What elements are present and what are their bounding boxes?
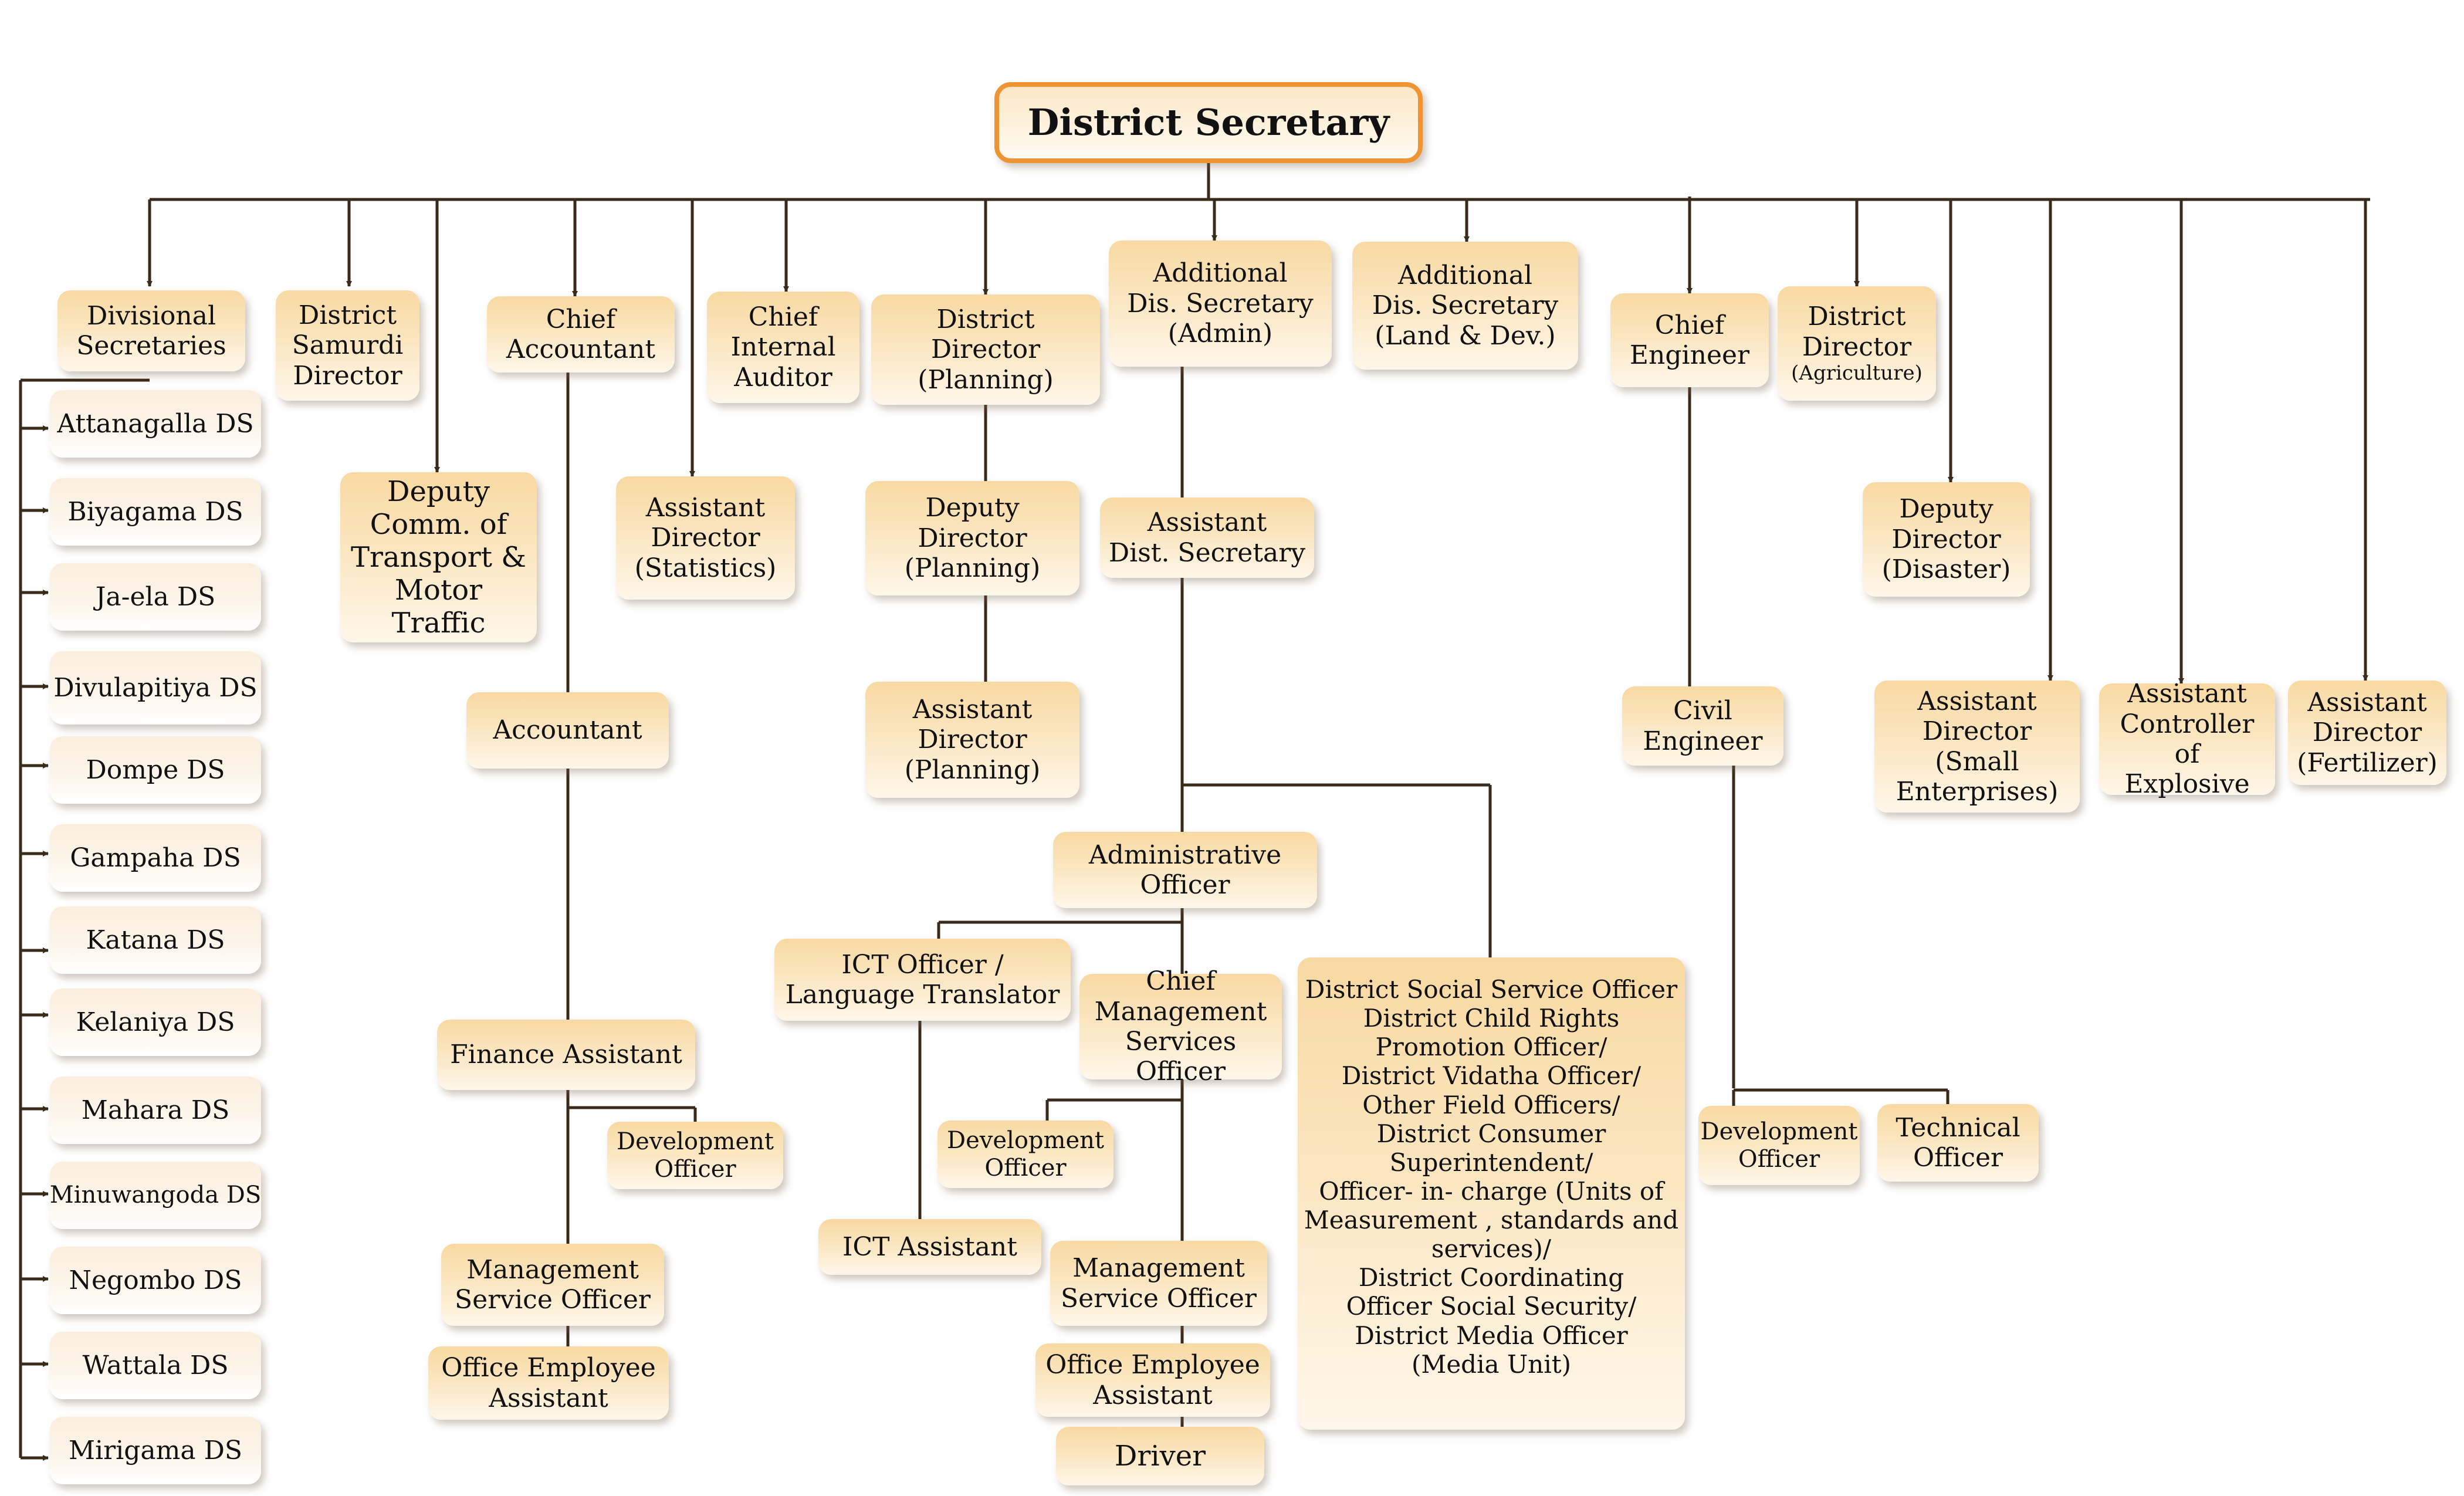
ds-office-gampaha: Gampaha DS — [50, 824, 261, 892]
district-director-planning-box: District Director (Planning) — [871, 295, 1100, 405]
district-director-agriculture-sub: (Agriculture) — [1791, 361, 1923, 385]
administrative-officer-box: Administrative Officer — [1053, 832, 1317, 908]
chief-internal-auditor-box: Chief Internal Auditor — [707, 292, 859, 403]
ds-office-kelaniya: Kelaniya DS — [50, 989, 261, 1056]
ds-office-negombo: Negombo DS — [50, 1247, 261, 1314]
ict-officer-box: ICT Officer / Language Translator — [774, 939, 1071, 1021]
ds-office-attanagalla: Attanagalla DS — [50, 390, 261, 458]
divisional-secretaries-box: Divisional Secretaries — [57, 290, 245, 371]
ds-office-minuwangoda: Minuwangoda DS — [50, 1162, 261, 1229]
deputy-director-planning-box: Deputy Director (Planning) — [865, 481, 1079, 595]
assistant-director-statistics-box: Assistant Director (Statistics) — [616, 476, 795, 600]
finance-assistant-box: Finance Assistant — [437, 1020, 695, 1090]
additional-secretary-admin-box: Additional Dis. Secretary (Admin) — [1109, 241, 1332, 367]
assistant-director-fertilizer-box: Assistant Director (Fertilizer) — [2288, 681, 2446, 785]
district-secretary-box: District Secretary — [994, 82, 1423, 163]
development-officer-finance-box: Development Officer — [607, 1122, 783, 1189]
management-service-officer-finance-box: Management Service Officer — [441, 1244, 664, 1326]
field-officers-box: District Social Service Officer District… — [1298, 957, 1685, 1430]
chief-management-services-officer-box: Chief Management Services Officer — [1079, 966, 1282, 1087]
civil-engineer-box: Civil Engineer — [1622, 686, 1783, 766]
driver-box: Driver — [1056, 1427, 1264, 1485]
deputy-director-disaster-box: Deputy Director (Disaster) — [1863, 482, 2030, 597]
chief-accountant-box: Chief Accountant — [487, 296, 675, 373]
development-officer-engineering-box: Development Officer — [1698, 1106, 1860, 1185]
technical-officer-box: Technical Officer — [1877, 1104, 2039, 1182]
ds-office-divulapitiya: Divulapitiya DS — [50, 651, 261, 725]
ict-assistant-box: ICT Assistant — [818, 1219, 1041, 1275]
ds-office-mahara: Mahara DS — [50, 1077, 261, 1144]
ds-office-ja-ela: Ja-ela DS — [50, 563, 261, 631]
assistant-dist-secretary-box: Assistant Dist. Secretary — [1100, 497, 1314, 578]
management-service-officer-admin-box: Management Service Officer — [1050, 1241, 1267, 1326]
ds-office-biyagama: Biyagama DS — [50, 478, 261, 546]
development-officer-admin-box: Development Officer — [937, 1121, 1113, 1188]
ds-office-katana: Katana DS — [50, 906, 261, 974]
district-director-agriculture-box: District Director (Agriculture) — [1778, 286, 1936, 401]
ds-office-wattala: Wattala DS — [50, 1332, 261, 1399]
district-director-agriculture-title: District Director — [1802, 302, 1912, 362]
assistant-director-small-enterprises-box: Assistant Director (Small Enterprises) — [1874, 681, 2080, 813]
accountant-box: Accountant — [466, 692, 669, 769]
additional-secretary-land-box: Additional Dis. Secretary (Land & Dev.) — [1352, 242, 1578, 370]
ds-office-mirigama: Mirigama DS — [50, 1417, 261, 1484]
ds-office-dompe: Dompe DS — [50, 736, 261, 804]
office-employee-assistant-finance-box: Office Employee Assistant — [428, 1346, 669, 1420]
deputy-comm-transport-box: Deputy Comm. of Transport & Motor Traffi… — [340, 472, 537, 642]
assistant-controller-explosive-box: Assistant Controller of Explosive — [2099, 679, 2275, 799]
office-employee-assistant-admin-box: Office Employee Assistant — [1035, 1343, 1270, 1417]
district-samurdi-director-box: District Samurdi Director — [276, 290, 419, 401]
assistant-director-planning-box: Assistant Director (Planning) — [865, 682, 1079, 798]
chief-engineer-box: Chief Engineer — [1610, 293, 1769, 387]
